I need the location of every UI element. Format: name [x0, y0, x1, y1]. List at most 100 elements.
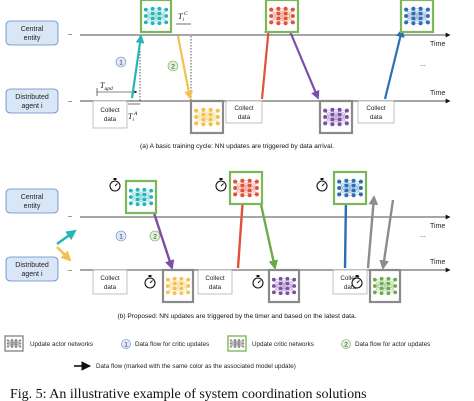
nn-node — [386, 276, 391, 281]
legend-critic-label: Update critic networks — [252, 341, 314, 348]
nn-node — [254, 192, 259, 197]
nn-edge — [338, 181, 347, 196]
nn-edge — [167, 279, 175, 294]
nn-node — [18, 339, 22, 342]
critic-update-block-teal-a — [139, 0, 173, 34]
critic-update-block-blue-a — [399, 0, 435, 34]
nn-node — [285, 286, 290, 291]
collect-text-b3: Collect — [205, 275, 224, 282]
nn-node — [418, 16, 423, 21]
nn-node — [150, 16, 155, 21]
collect-text-b6: data — [344, 284, 357, 291]
agent-label-line1: Distributed — [15, 94, 49, 101]
nn-edge — [278, 8, 286, 24]
critic-update-block-red-a — [264, 0, 300, 34]
nn-node — [292, 290, 297, 295]
nn-node — [379, 281, 384, 286]
nn-node — [276, 11, 281, 16]
nn-node — [142, 187, 147, 192]
nn-edge — [280, 283, 288, 294]
time-label-central-a: Time — [430, 41, 445, 48]
nn-node — [247, 188, 252, 193]
stopwatch-hand — [257, 280, 261, 284]
nn-node — [149, 195, 154, 199]
nn-edge — [405, 8, 414, 23]
nn-node — [283, 6, 288, 11]
nn-node — [241, 342, 245, 345]
caption-panel-b: (b) Proposed: NN updates are triggered b… — [118, 313, 357, 320]
nn-node — [278, 291, 283, 296]
nn-node — [269, 7, 274, 12]
nn-node — [14, 345, 18, 348]
nn-node — [278, 276, 283, 281]
nn-node — [240, 183, 245, 188]
panel-b: Central entity Distributed agent i ~ Tim… — [5, 170, 451, 320]
nn-node — [18, 345, 22, 348]
panel-a: Central entity Distributed agent i ~ Tim… — [5, 0, 451, 150]
actor-flow-badge-b: 2 — [149, 230, 161, 242]
nn-node — [172, 281, 177, 286]
nn-edge — [210, 109, 219, 124]
nn-edge — [195, 110, 204, 125]
legend-actor-icon — [4, 335, 24, 352]
nn-node — [135, 187, 140, 192]
nn-edge — [181, 278, 189, 293]
nn-edge — [413, 8, 421, 24]
nn-node — [208, 122, 213, 127]
critic-flow-badge-a: 1 — [115, 56, 127, 68]
nn-node — [425, 20, 430, 25]
nn-node — [157, 6, 162, 11]
nn-node — [254, 186, 259, 190]
nn-node — [283, 16, 288, 21]
nn-edge — [203, 109, 211, 120]
nn-node — [150, 21, 155, 26]
nn-node — [247, 193, 252, 198]
nn-edge — [15, 340, 21, 347]
nn-edge — [381, 278, 389, 294]
nn-node — [411, 11, 416, 16]
nn-edge — [167, 278, 175, 293]
nn-node — [247, 178, 252, 183]
nn-edge — [339, 110, 348, 125]
nn-edge — [7, 340, 13, 347]
stopwatch-crown — [355, 275, 359, 277]
nn-edge — [195, 109, 204, 124]
collect-data-a3: Collect data — [357, 100, 395, 124]
nn-node — [201, 122, 206, 127]
nn-edge — [130, 189, 138, 204]
nn-node — [337, 122, 342, 127]
nn-node — [233, 192, 238, 197]
nn-node — [337, 192, 342, 197]
legend-critic-badge-number: 1 — [124, 342, 128, 349]
nn-node — [254, 179, 259, 184]
agent-label-line1-b: Distributed — [15, 262, 49, 269]
nn-node — [337, 107, 342, 112]
central-entity-box-a: Central entity — [5, 20, 59, 46]
nn-node — [150, 11, 155, 16]
legend-actor-badge — [341, 339, 351, 349]
nn-node — [233, 186, 238, 190]
nn-edge — [280, 278, 288, 294]
nn-edge — [339, 109, 348, 124]
nn-node — [14, 341, 18, 344]
collect-text-2: data — [104, 116, 117, 123]
legend-critic-flow-label: Data flow for critic updates — [135, 341, 209, 348]
badge-number-b1: 1 — [119, 234, 123, 241]
nn-edge — [270, 9, 279, 24]
nn-node — [201, 112, 206, 117]
nn-edge — [159, 9, 167, 24]
nn-node — [290, 7, 295, 12]
nn-edge — [420, 9, 429, 24]
nn-edge — [137, 189, 145, 205]
nn-node — [194, 115, 199, 119]
agent-label-line2-b: agent i — [21, 271, 42, 278]
nn-edge — [273, 279, 281, 294]
nn-node — [425, 7, 430, 12]
nn-node — [14, 343, 18, 346]
nn-node — [283, 21, 288, 26]
nn-edge — [273, 278, 281, 293]
stopwatch-hand — [114, 183, 118, 187]
nn-node — [411, 21, 416, 26]
nn-node — [351, 193, 356, 198]
nn-node — [229, 339, 233, 342]
